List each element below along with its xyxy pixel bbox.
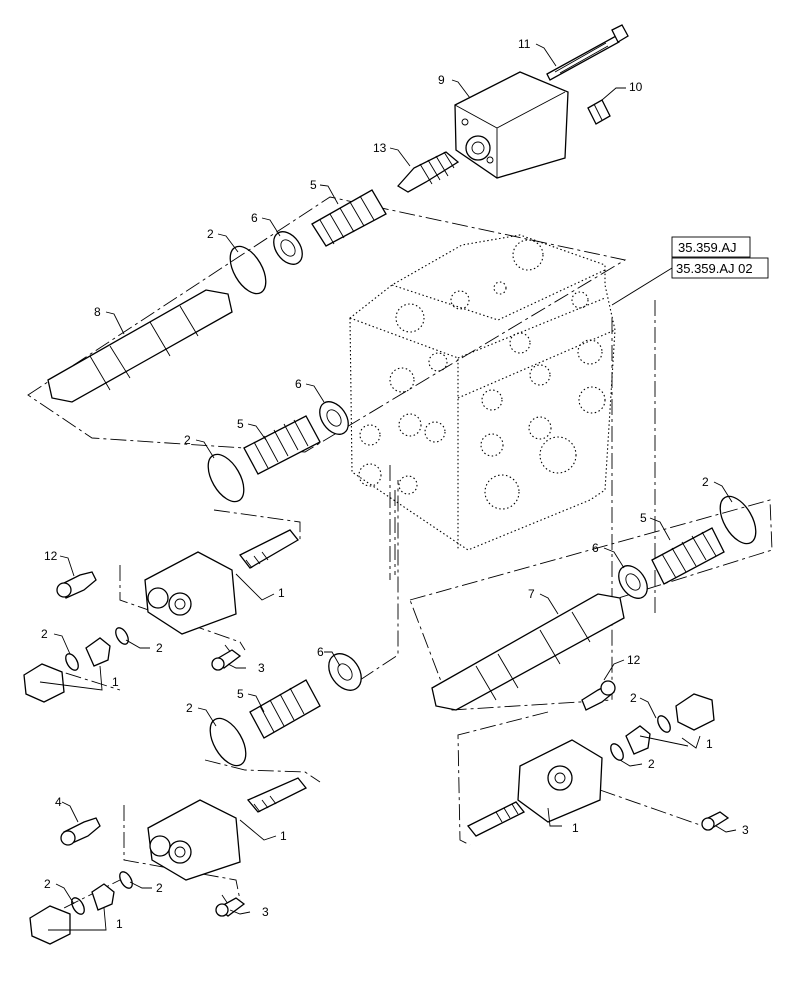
screw-3-lower [215, 897, 246, 917]
callout-5-lower: 5 [237, 687, 244, 701]
long-bolt [546, 24, 629, 81]
callout-7: 7 [528, 587, 535, 601]
callout-5-right: 5 [640, 511, 647, 525]
solenoid-block [454, 71, 569, 179]
nut-and-cap-upper [23, 627, 129, 703]
fitting-12 [56, 571, 97, 599]
callout-12-right: 12 [627, 653, 641, 667]
spring-5-right [651, 527, 725, 585]
callout-1-cap-lower: 1 [280, 829, 287, 843]
screw-3-right [701, 811, 730, 831]
spool-8 [47, 289, 233, 403]
reference-label-2[interactable]: 35.359.AJ 02 [676, 261, 753, 276]
callout-1-nut-right: 1 [706, 737, 713, 751]
fitting-12-right [581, 680, 616, 711]
end-cap-right [466, 739, 603, 837]
callout-9: 9 [438, 73, 445, 87]
washer-6-lower [328, 653, 362, 691]
callout-1-cap-upper: 1 [278, 586, 285, 600]
valve-body [349, 234, 616, 551]
screw-3-upper [211, 649, 242, 671]
reference-label-1[interactable]: 35.359.AJ [678, 240, 737, 255]
callout-2-oring-upper-left: 2 [41, 627, 48, 641]
pilot-pin-spring [396, 151, 460, 193]
callout-2-middle: 2 [184, 433, 191, 447]
washer-6-upper [273, 231, 303, 265]
o-ring-2-lower [209, 717, 247, 767]
callout-2-oring-right-bottom: 2 [648, 757, 655, 771]
callout-1-nut-lower: 1 [116, 917, 123, 931]
spring-5-upper [311, 189, 387, 247]
callout-3-right: 3 [742, 823, 749, 837]
callout-1-nut-upper: 1 [112, 675, 119, 689]
nut-and-cap-lower [29, 871, 133, 945]
callout-4: 4 [55, 795, 62, 809]
callout-3-upper: 3 [258, 661, 265, 675]
washer-6-middle [319, 401, 349, 435]
end-cap-lower [147, 777, 308, 881]
plug-fitting [587, 99, 611, 125]
o-ring-2-middle [207, 453, 245, 503]
leader-lines [39, 43, 737, 931]
callout-1-cap-right: 1 [572, 821, 579, 835]
callout-2-oring-lower-left: 2 [44, 877, 51, 891]
callout-13: 13 [373, 141, 387, 155]
spool-7 [431, 593, 625, 711]
nut-and-cap-right [610, 693, 715, 761]
callout-8: 8 [94, 305, 101, 319]
callout-2-oring-upper-right: 2 [156, 641, 163, 655]
callout-6-middle: 6 [295, 377, 302, 391]
spring-5-lower [249, 679, 321, 739]
callout-5-middle: 5 [237, 417, 244, 431]
reference-boxes [611, 236, 769, 306]
callout-6-upper: 6 [251, 211, 258, 225]
callout-5-upper: 5 [310, 178, 317, 192]
callout-2-upper: 2 [207, 227, 214, 241]
fitting-4 [60, 817, 101, 846]
end-cap-upper [144, 529, 299, 635]
callout-6-right: 6 [592, 541, 599, 555]
washer-6-right [618, 565, 648, 599]
callout-3-lower: 3 [262, 905, 269, 919]
spring-5-middle [243, 415, 321, 475]
o-ring-2-upper [229, 245, 267, 295]
callouts: 11 9 10 13 5 6 2 8 6 5 2 12 1 2 2 1 3 6 … [41, 37, 749, 931]
callout-12-left: 12 [44, 549, 58, 563]
callout-2-oring-lower-right: 2 [156, 881, 163, 895]
callout-10: 10 [629, 80, 643, 94]
callout-11: 11 [518, 37, 531, 51]
callout-6-lower: 6 [317, 645, 324, 659]
callout-2-oring-right-top: 2 [630, 691, 637, 705]
o-ring-2-right [719, 495, 757, 545]
callout-2-right: 2 [702, 475, 709, 489]
callout-2-lower: 2 [186, 701, 193, 715]
